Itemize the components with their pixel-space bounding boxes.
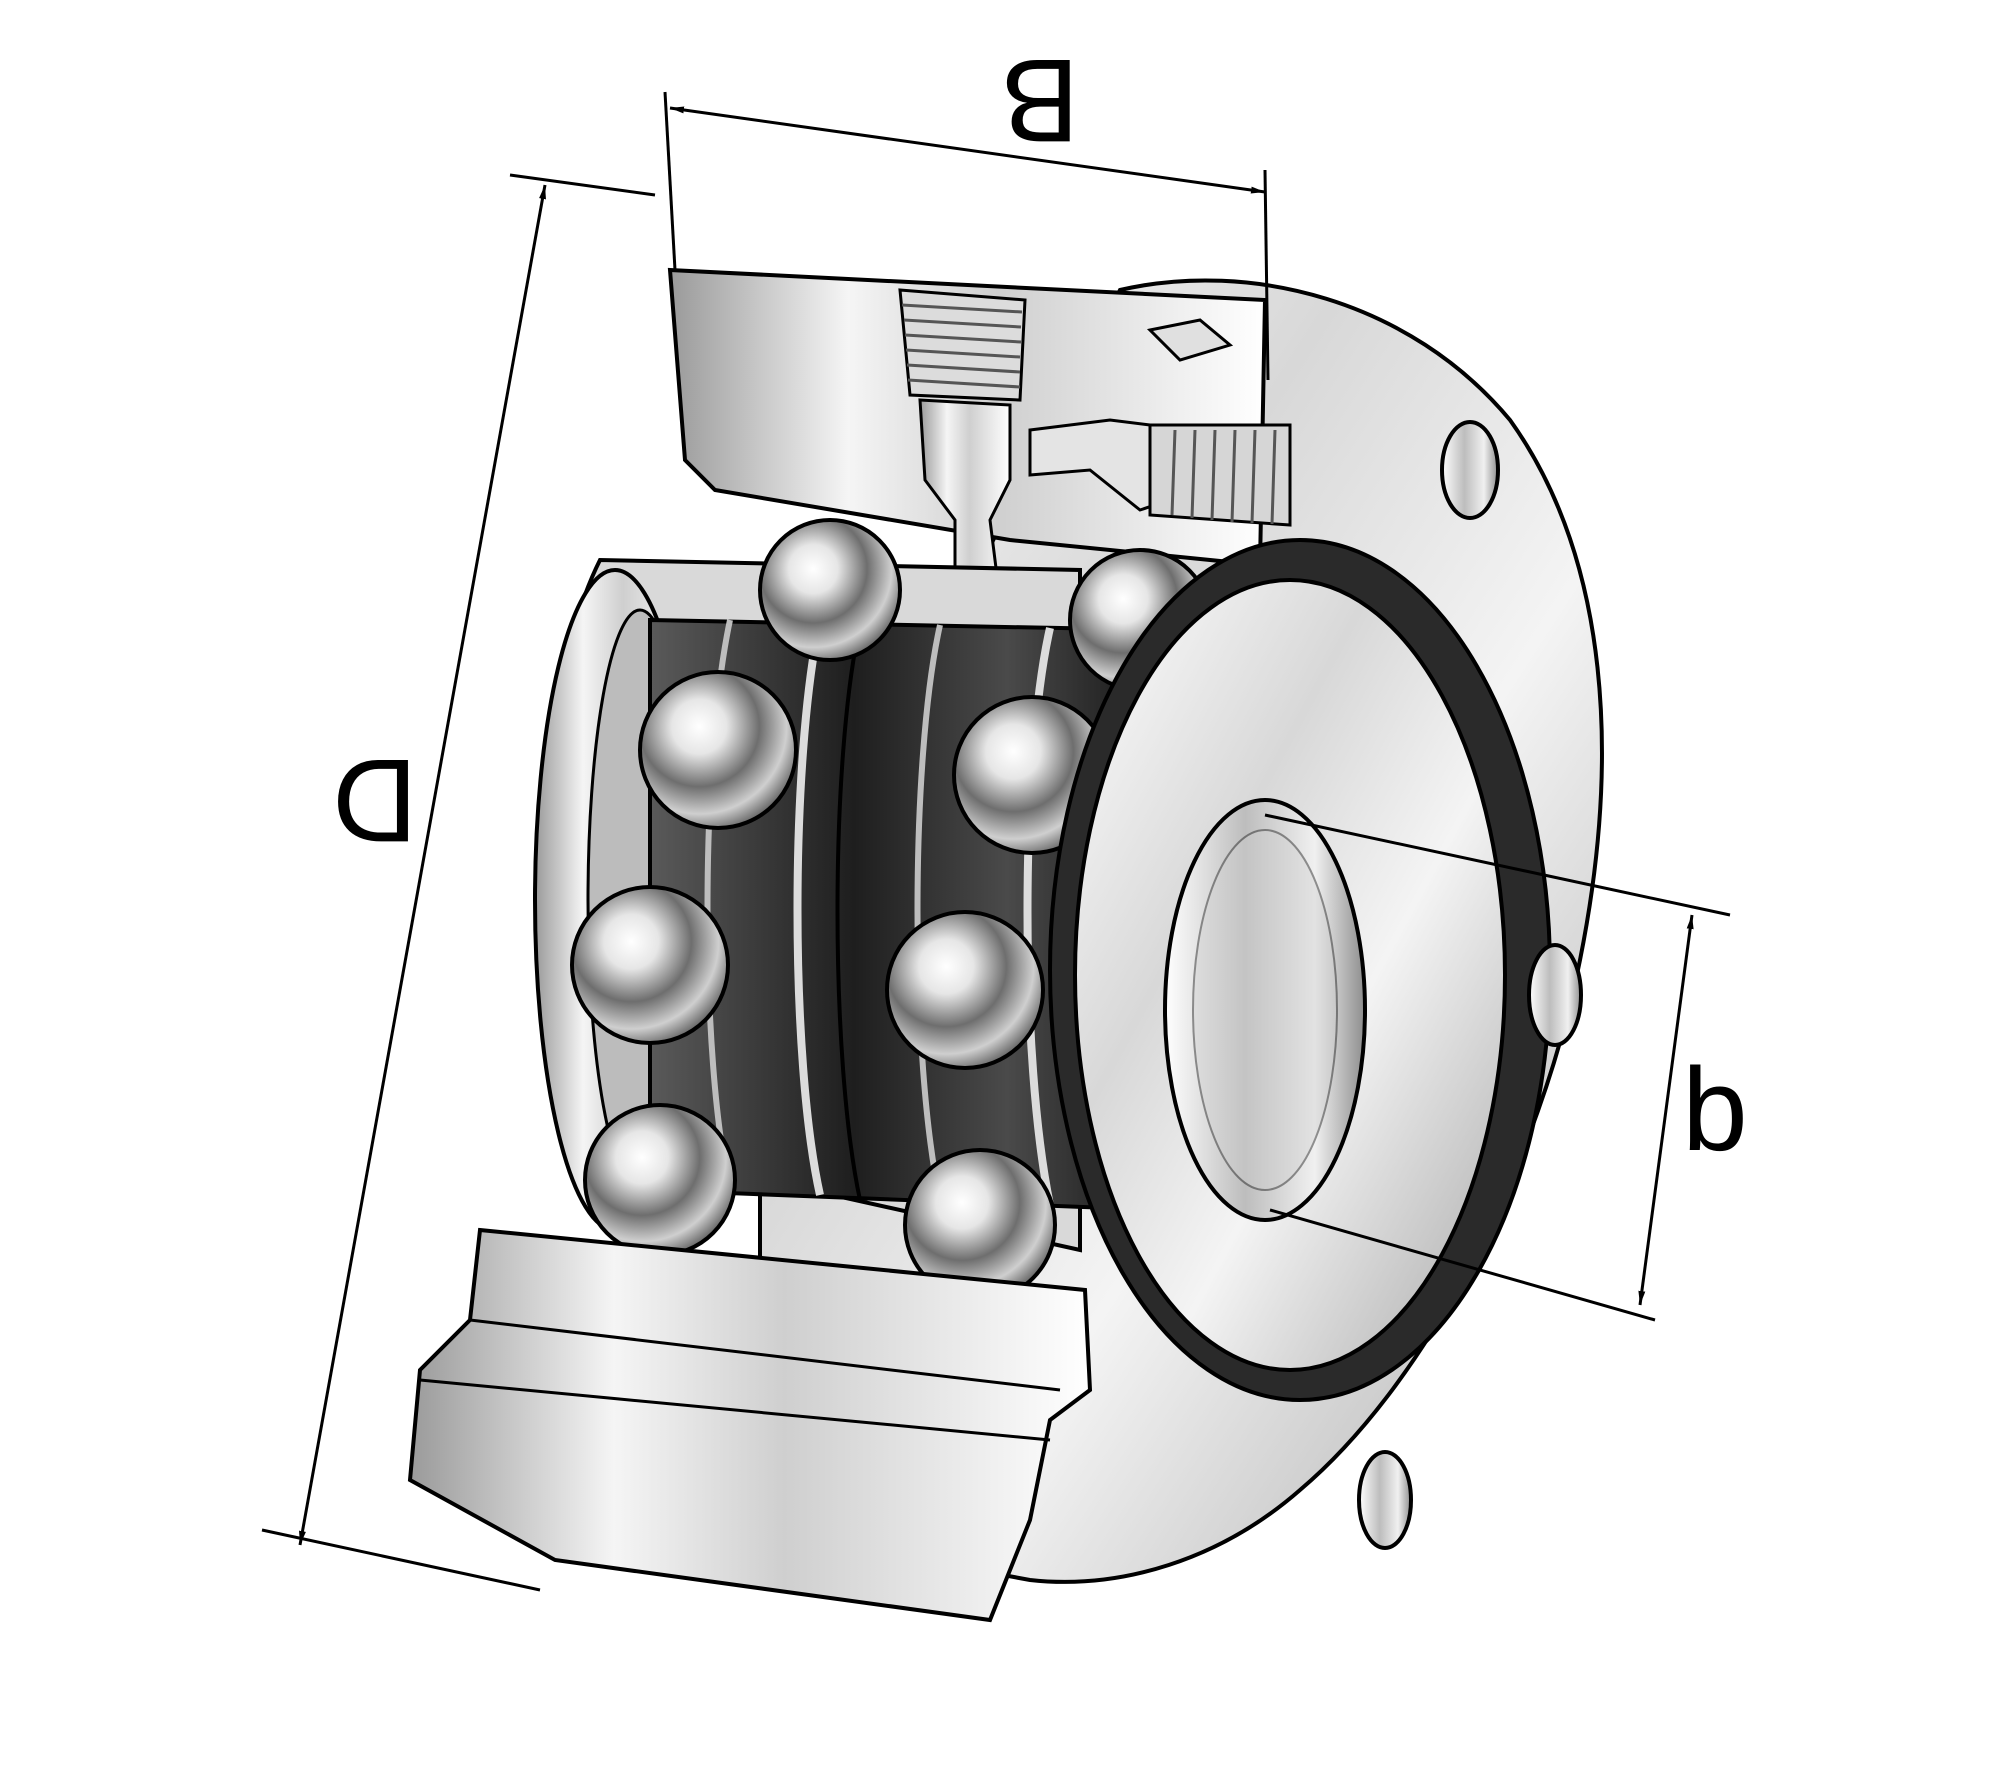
ball — [758, 518, 902, 662]
dimension-label-B: B — [1001, 34, 1080, 166]
mounting-hole — [1527, 943, 1583, 1047]
ball — [583, 1103, 737, 1257]
balls — [570, 518, 1212, 1302]
dimension-label-D: D — [332, 734, 417, 866]
outer-ring-section-bottom — [407, 1227, 1093, 1623]
bore — [1163, 798, 1367, 1222]
mounting-hole — [1357, 1450, 1413, 1550]
dimension-B: B — [663, 34, 1270, 381]
ball — [885, 910, 1045, 1070]
ball — [570, 885, 730, 1045]
dimension-D: D — [261, 173, 656, 1592]
lubrication-fitting-vertical — [898, 288, 1027, 602]
dimension-label-b: b — [1682, 1044, 1748, 1176]
mounting-holes — [1357, 420, 1583, 1550]
dimension-b: b — [1264, 813, 1748, 1322]
mounting-hole — [1440, 420, 1500, 520]
ball — [638, 670, 798, 830]
lubrication-fitting-horizontal — [1028, 418, 1292, 527]
